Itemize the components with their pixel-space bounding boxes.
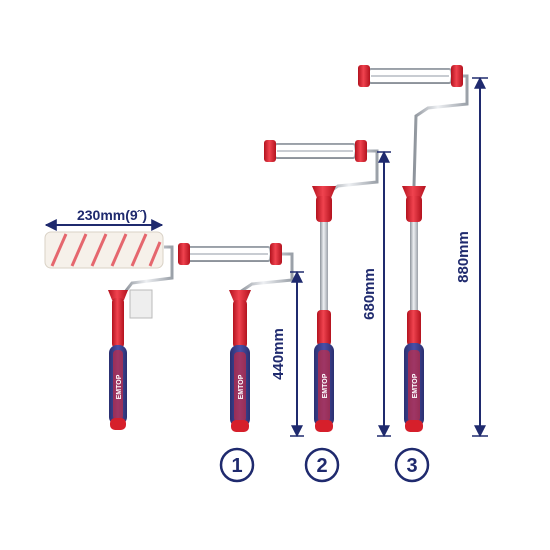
brand-label-1: EMTOP (238, 374, 245, 399)
number-label-1: 1 (231, 455, 242, 477)
roller-with-cover (44, 231, 174, 430)
brand-label-3: EMTOP (412, 373, 419, 398)
number-badge-1 (219, 447, 255, 483)
dimension-label-2: 680mm (361, 268, 378, 320)
number-badge-3 (394, 447, 430, 483)
dimension-label-1: 440mm (270, 328, 287, 380)
brand-label-2: EMTOP (322, 373, 329, 398)
number-label-2: 2 (316, 455, 327, 477)
dimension-label-3: 880mm (455, 231, 472, 283)
dimension-label-0: 230mm(9˝) (77, 207, 147, 223)
roller-frame-3 (358, 65, 469, 432)
roller-frame-2 (264, 140, 379, 432)
brand-label-0: EMTOP (116, 374, 123, 399)
number-label-3: 3 (406, 455, 417, 477)
number-badge-2 (304, 447, 340, 483)
